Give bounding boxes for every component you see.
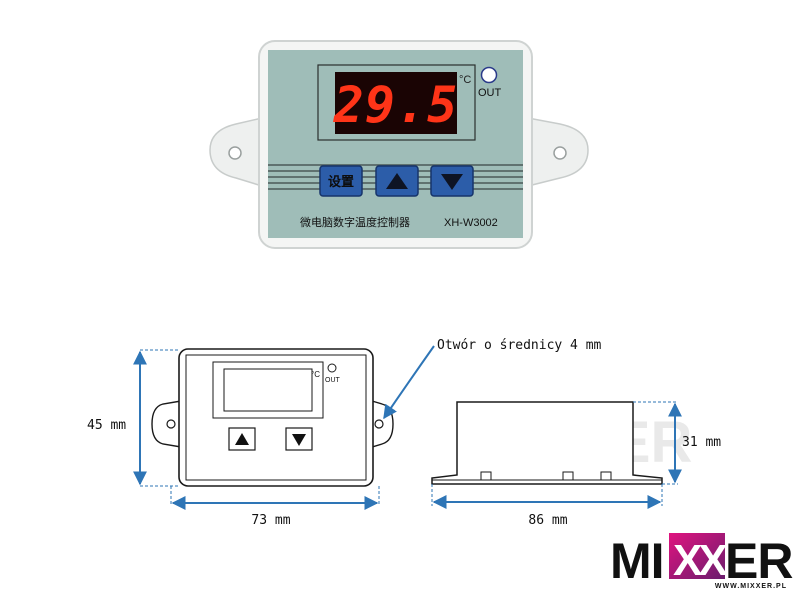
side-clip-3 xyxy=(600,471,612,481)
side-clip-1 xyxy=(480,471,492,481)
hole-callout-arrow xyxy=(383,345,435,420)
side-clip-2 xyxy=(562,471,574,481)
model-number: XH-W3002 xyxy=(444,217,498,229)
triangle-up-icon xyxy=(386,173,408,189)
height-label-31mm: 31 mm xyxy=(682,435,721,450)
front-celsius-symbol: °C xyxy=(311,370,320,379)
mixxer-logo: MI XX ER WWW.MIXXER.PL xyxy=(610,533,794,590)
logo-text: MI xyxy=(610,533,664,589)
svg-text:XX: XX xyxy=(673,536,727,585)
width-dimension-73 xyxy=(170,486,380,510)
celsius-symbol: °C xyxy=(459,74,471,86)
right-mounting-hole xyxy=(553,146,567,160)
side-view-drawing: 31 mm 86 mm xyxy=(431,401,721,528)
height-dimension-31 xyxy=(633,401,682,485)
out-label: OUT xyxy=(478,87,502,99)
temperature-readout: 29.5 xyxy=(333,76,458,134)
front-display-inner xyxy=(223,368,313,412)
chinese-product-name: 微电脑数字温度控制器 xyxy=(300,215,410,229)
led-display xyxy=(335,72,457,134)
brand-url: WWW.MIXXER.PL xyxy=(715,583,787,590)
front-display-outer xyxy=(212,361,324,419)
front-down-button xyxy=(285,427,313,451)
width-label-73mm: 73 mm xyxy=(251,513,290,528)
set-button[interactable]: 设置 xyxy=(319,165,363,197)
front-up-arrow-icon xyxy=(235,433,249,445)
up-button[interactable] xyxy=(375,165,419,197)
length-dimension-86 xyxy=(431,484,663,509)
svg-text:ER: ER xyxy=(725,533,793,589)
down-button[interactable] xyxy=(430,165,474,197)
hole-diameter-callout: Otwór o średnicy 4 mm xyxy=(437,338,602,353)
front-view-drawing: °C OUT 45 mm 73 mm Otwór o średnicy 4 mm xyxy=(87,338,602,528)
front-out-label: OUT xyxy=(325,377,341,384)
front-right-hole xyxy=(374,419,384,429)
set-button-label: 设置 xyxy=(328,174,354,189)
triangle-down-icon xyxy=(441,174,463,190)
front-up-button xyxy=(228,427,256,451)
front-down-arrow-icon xyxy=(292,434,306,446)
height-label-45mm: 45 mm xyxy=(87,418,126,433)
height-dimension-45 xyxy=(133,349,179,487)
front-panel-outline xyxy=(185,354,367,481)
out-indicator-led xyxy=(480,66,498,84)
product-photo: 29.5 °C OUT 设置 微电脑数字温度控制器 XH-W3002 xyxy=(209,40,589,249)
display-frame xyxy=(317,64,476,141)
left-mounting-hole xyxy=(228,146,242,160)
front-out-led xyxy=(327,363,337,373)
side-body-outline xyxy=(431,401,663,485)
front-left-hole xyxy=(166,419,176,429)
length-label-86mm: 86 mm xyxy=(528,513,567,528)
